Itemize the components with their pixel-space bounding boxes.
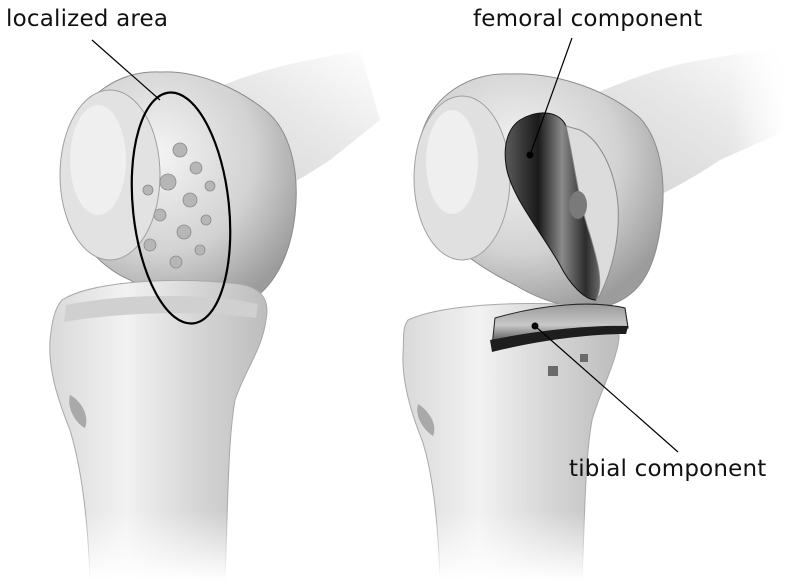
localized-area-label: localized area <box>6 6 168 32</box>
femoral-component-dot <box>527 152 534 159</box>
left-knee <box>0 40 380 580</box>
femoral-component-label: femoral component <box>473 6 703 32</box>
tibial-component-label: tibial component <box>569 456 767 482</box>
right-knee <box>400 38 787 580</box>
tibial-component-dot <box>532 323 539 330</box>
